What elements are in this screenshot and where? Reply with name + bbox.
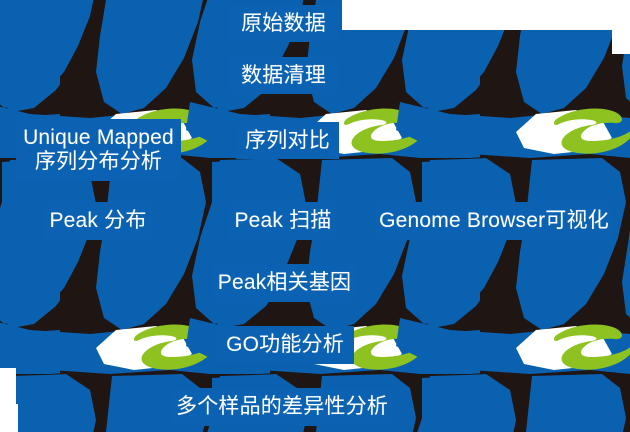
flow-node-peak-scan[interactable]: Peak 扫描 [228,202,338,240]
flow-node-peak-related-genes[interactable]: Peak相关基因 [212,264,357,302]
flow-node-peak-distribution[interactable]: Peak 分布 [43,202,153,240]
flow-node-label: 原始数据 [241,11,326,35]
flow-node-label: GO功能分析 [226,333,344,357]
flow-node-genome-browser[interactable]: Genome Browser可视化 [376,202,612,240]
flow-node-label: Peak 分布 [49,209,147,233]
flow-node-label-line2: 序列分布分析 [34,150,163,173]
flow-node-label: Peak相关基因 [217,271,352,295]
flow-node-unique-mapped[interactable]: Unique Mapped 序列分布分析 [16,119,181,181]
flow-node-label: 序列对比 [245,128,330,152]
flow-node-label: 数据清理 [241,63,326,87]
flow-node-label: 多个样品的差异性分析 [176,395,388,419]
flow-node-label: Peak 扫描 [234,209,332,233]
flow-node-seq-align[interactable]: 序列对比 [236,122,339,159]
flow-node-label-line1: Unique Mapped [23,126,174,150]
flow-node-differential-analysis[interactable]: 多个样品的差异性分析 [171,388,393,426]
flow-node-label: Genome Browser可视化 [379,209,609,233]
flow-node-data-clean[interactable]: 数据清理 [228,57,339,94]
flow-node-go-function[interactable]: GO功能分析 [216,326,354,364]
flow-node-raw-data[interactable]: 原始数据 [228,5,339,42]
